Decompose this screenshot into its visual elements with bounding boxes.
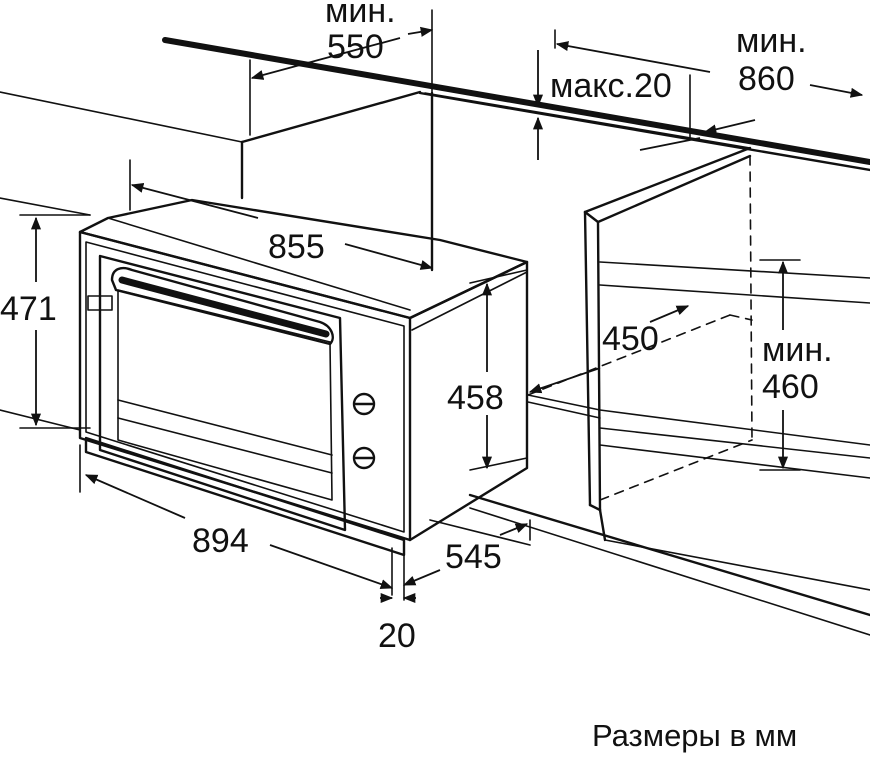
dimension-labels: мин. 550 мин. 860 макс.20 855 471 450 45… xyxy=(0,0,833,655)
oven xyxy=(78,198,529,601)
units-caption: Размеры в мм xyxy=(592,718,797,753)
dim-894: 894 xyxy=(192,522,249,560)
dim-450: 450 xyxy=(602,320,659,358)
extension-lines xyxy=(19,9,801,541)
dim-max-20: макс.20 xyxy=(550,67,672,105)
dimension-lines xyxy=(30,26,864,604)
dim-855: 855 xyxy=(268,228,325,266)
dim-20: 20 xyxy=(378,617,416,655)
dim-min-550-value: 550 xyxy=(327,28,384,66)
dim-471: 471 xyxy=(0,290,57,328)
dim-458: 458 xyxy=(447,379,504,417)
dim-min-860-label: мин. xyxy=(736,22,807,60)
dim-min-460-value: 460 xyxy=(762,368,819,406)
dim-min-460-label: мин. xyxy=(762,331,833,369)
cabinet-niche xyxy=(0,37,870,636)
dim-min-860-value: 860 xyxy=(738,60,795,98)
dim-min-550-label: мин. xyxy=(325,0,396,30)
dim-545: 545 xyxy=(445,538,502,576)
